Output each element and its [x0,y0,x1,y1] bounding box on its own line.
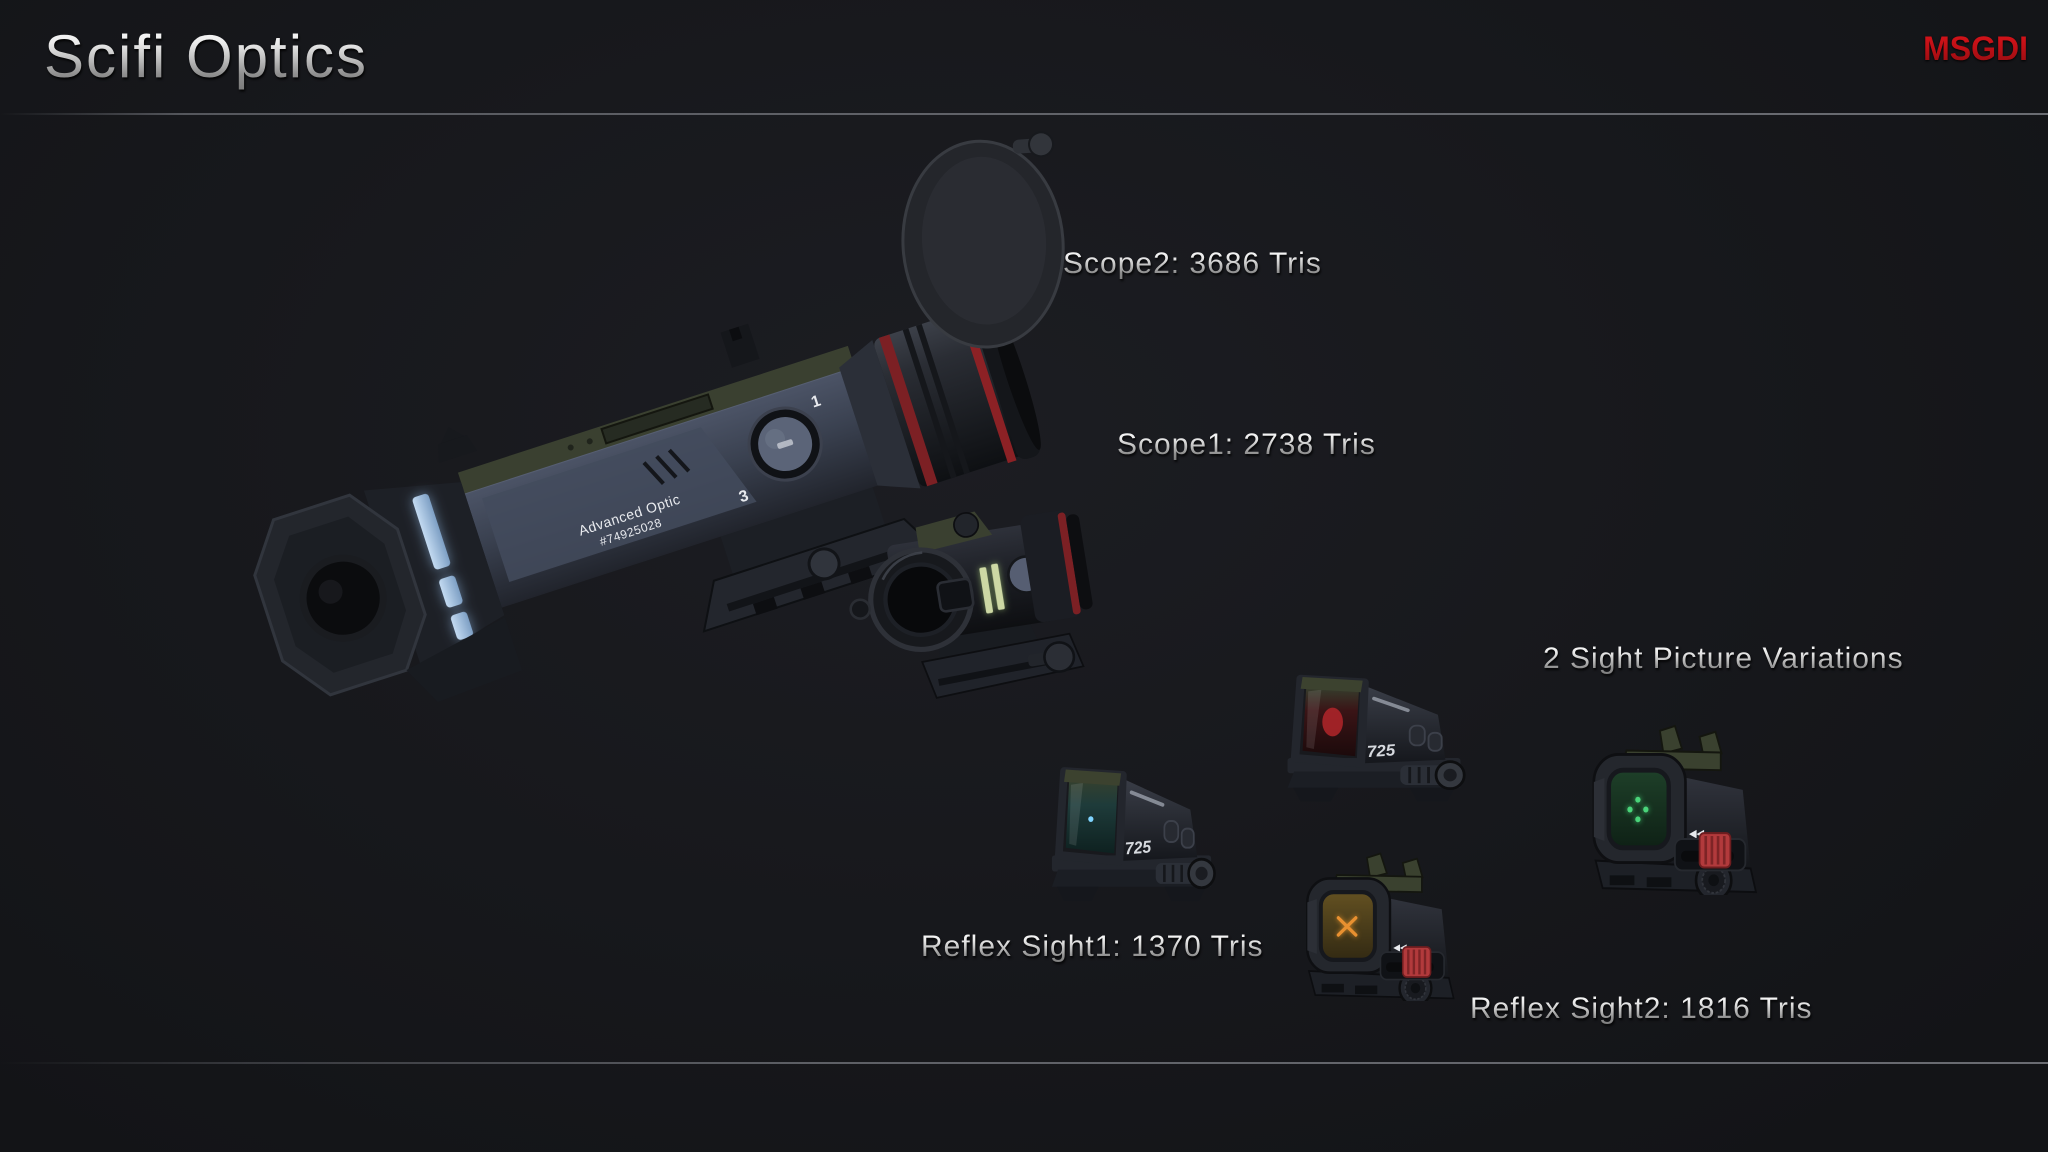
holo-dial-slot [1379,946,1445,981]
scope1-label: Scope1: 2738 Tris [1117,428,1376,461]
scope2-rear-sight [720,323,760,368]
holo-hood [1306,877,1392,974]
scope2-taper [839,340,921,489]
holo-reticle-dots [1627,796,1649,823]
scope1-rail-mount [921,624,1085,699]
reflex1-red-render: 725 [1287,674,1466,802]
reflex2-orange-render: ◀◀ [1306,852,1455,1001]
scope2-glow-panels [412,493,474,640]
rmr-lens-window [1290,674,1369,768]
footer-divider [0,1062,2048,1064]
scope1-eyepiece [1020,510,1093,623]
scope2-front-sight [438,427,478,463]
scope2-side-panel [482,427,757,583]
reflex1-teal-render: 725 [1051,767,1216,902]
scope2-front-housing [253,482,523,702]
rmr-blue-dot [1088,816,1094,822]
scope2-turret-dial: 3 1 [737,392,823,506]
scope2-flip-cap [901,131,1065,349]
rmr-body [1360,684,1446,764]
header-divider [0,113,2048,115]
variations-label: 2 Sight Picture Variations [1543,642,1904,675]
rmr-serial-text: 725 [1366,741,1396,761]
scope2-rail-mount [702,485,944,633]
brand-logo: MSGDI [1898,29,2028,69]
rmr-mount [1287,758,1466,802]
rmr-serial-text: 725 [1125,838,1153,859]
holo-dial-slot [1674,832,1747,872]
holo-arrow-marks: ◀◀ [1689,829,1704,841]
page-title: Scifi Optics [44,23,369,90]
rmr-red-reflection [1322,707,1343,737]
scope2-label: Scope2: 3686 Tris [1063,247,1322,280]
rmr-mount [1051,855,1216,902]
rmr-lens-window [1054,767,1127,866]
holo-hood [1592,752,1687,865]
scope1-green-stripes [979,563,1005,614]
reflex2-green-render: ◀◀ [1592,724,1758,895]
reflex2-label: Reflex Sight2: 1816 Tris [1470,992,1813,1025]
scope1-objective [849,547,974,652]
holo-red-dial [1698,832,1732,869]
holo-arrow-marks: ◀◀ [1393,942,1406,952]
holo-red-dial [1401,946,1432,978]
scope2-top-strip [457,345,855,494]
scope1-top-block [915,511,993,554]
rmr-body [1119,777,1198,862]
scope1-side-port [936,577,975,613]
scope1-render [849,510,1093,699]
scope2-vent-slits [642,448,691,485]
scope2-render: Advanced Optic #74925028 3 [253,131,1065,702]
reflex1-label: Reflex Sight1: 1370 Tris [921,930,1264,963]
holo-reticle-x [1336,916,1358,937]
